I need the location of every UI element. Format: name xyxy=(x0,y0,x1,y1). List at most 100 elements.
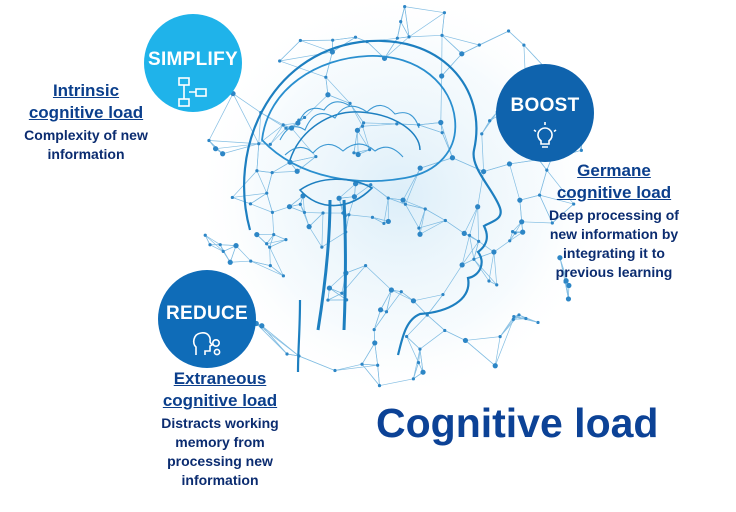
network-link xyxy=(361,363,380,386)
network-node xyxy=(285,352,289,356)
intrinsic-title-line-1: Intrinsic xyxy=(52,81,120,100)
network-node xyxy=(336,195,342,201)
network-link xyxy=(209,244,224,252)
network-node xyxy=(517,313,521,317)
reduce-label: REDUCE xyxy=(165,303,249,324)
network-link xyxy=(357,130,359,155)
network-link xyxy=(552,203,574,224)
network-link xyxy=(261,325,288,355)
network-link xyxy=(270,124,284,145)
extraneous-desc-line-4: information xyxy=(181,472,259,488)
network-link xyxy=(469,206,479,236)
network-link xyxy=(332,36,356,41)
network-link xyxy=(373,309,381,330)
germane-desc-line-2: new information by xyxy=(549,226,679,242)
network-link xyxy=(353,149,370,154)
network-link xyxy=(329,272,347,289)
network-link xyxy=(269,239,287,248)
network-node xyxy=(508,239,512,243)
network-link xyxy=(463,206,478,234)
network-node xyxy=(227,259,233,265)
network-link xyxy=(402,167,421,201)
network-node xyxy=(522,43,526,47)
network-node xyxy=(487,279,491,283)
boost-label: BOOST xyxy=(510,95,580,116)
network-link xyxy=(362,126,370,150)
intrinsic-desc-line-1: Complexity of new xyxy=(24,127,148,143)
network-link xyxy=(266,172,273,194)
network-node xyxy=(423,207,427,211)
network-node xyxy=(399,290,403,294)
network-node xyxy=(403,202,408,206)
network-link xyxy=(348,214,373,218)
network-node xyxy=(480,132,484,136)
head-gears-icon xyxy=(192,332,221,356)
network-link xyxy=(279,60,326,78)
network-node xyxy=(461,230,467,236)
network-node xyxy=(481,168,487,175)
network-link xyxy=(349,103,363,127)
network-node xyxy=(449,155,456,161)
network-node xyxy=(545,168,549,172)
extraneous-desc-line-1: Distracts working xyxy=(161,415,279,431)
network-link xyxy=(509,231,523,242)
network-link xyxy=(509,231,513,241)
network-node xyxy=(506,161,513,167)
network-link xyxy=(539,194,574,205)
network-node xyxy=(326,298,330,302)
network-link xyxy=(215,143,259,150)
network-link xyxy=(441,12,445,36)
network-node xyxy=(438,119,444,126)
extraneous-block: Extraneous cognitive load Distracts work… xyxy=(140,368,300,490)
network-link xyxy=(289,195,304,207)
network-link xyxy=(372,216,389,222)
network-link xyxy=(363,122,397,125)
network-node xyxy=(472,257,476,261)
network-node xyxy=(295,120,301,126)
network-node xyxy=(220,151,226,157)
network-link xyxy=(232,192,267,198)
network-node xyxy=(249,259,253,263)
network-link xyxy=(481,133,484,172)
network-node xyxy=(268,142,272,146)
network-link xyxy=(272,212,275,235)
network-link xyxy=(473,259,497,286)
network-link xyxy=(418,124,443,134)
network-node xyxy=(286,204,293,210)
network-link xyxy=(427,314,446,331)
network-link xyxy=(266,193,273,213)
network-link xyxy=(445,220,465,234)
network-link xyxy=(250,260,271,266)
network-link xyxy=(232,197,251,205)
network-node xyxy=(572,202,576,206)
network-node xyxy=(377,384,382,388)
network-node xyxy=(353,35,358,39)
network-link xyxy=(304,94,329,118)
network-node xyxy=(459,51,465,57)
network-node xyxy=(326,285,333,291)
network-link xyxy=(499,316,515,337)
extraneous-desc-line-2: memory from xyxy=(175,434,265,450)
network-node xyxy=(566,282,572,289)
network-link xyxy=(266,234,275,244)
brain-folds xyxy=(279,101,420,158)
network-node xyxy=(519,219,525,225)
network-node xyxy=(517,197,523,203)
network-node xyxy=(212,146,219,152)
network-link xyxy=(325,51,333,78)
network-node xyxy=(443,218,447,223)
network-node xyxy=(369,183,373,187)
network-node xyxy=(400,197,406,203)
network-node xyxy=(265,242,269,246)
network-link xyxy=(408,12,445,38)
germane-desc-line-1: Deep processing of xyxy=(549,207,679,223)
network-link xyxy=(409,34,443,38)
network-link xyxy=(546,169,574,205)
network-link xyxy=(465,336,501,341)
germane-desc-line-4: previous learning xyxy=(555,264,673,280)
network-link xyxy=(488,251,495,282)
network-link xyxy=(362,363,378,366)
network-link xyxy=(269,234,275,248)
network-link xyxy=(334,364,378,371)
network-link xyxy=(413,349,421,379)
